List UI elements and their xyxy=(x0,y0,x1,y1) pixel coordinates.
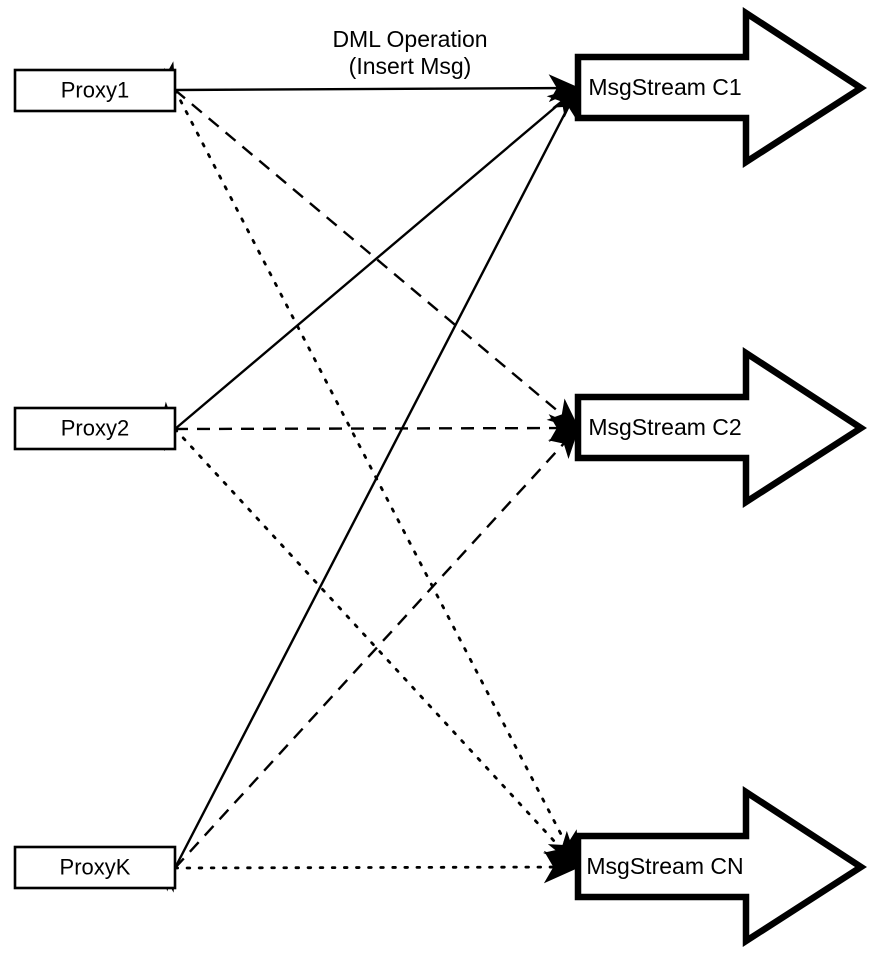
msgstream-node-c1[interactable]: MsgStream C1 xyxy=(574,7,867,168)
proxy2-label: Proxy2 xyxy=(61,415,129,440)
proxy2-box[interactable] xyxy=(13,406,177,451)
proxy-node-proxy2[interactable]: Proxy2 xyxy=(13,406,177,451)
msgstream-cn-arrow-shape[interactable] xyxy=(574,786,867,947)
msgstream-c1-arrow-shape[interactable] xyxy=(574,7,867,168)
edge-proxy2-to-stream-c2[interactable] xyxy=(152,414,580,442)
msgstream-cn-label: MsgStream CN xyxy=(586,853,743,879)
proxy1-box[interactable] xyxy=(13,68,177,113)
edge-proxyk-to-stream-c1[interactable] xyxy=(155,86,580,893)
annotations-layer: DML Operation (Insert Msg) xyxy=(332,26,487,79)
msgstream-node-cn[interactable]: MsgStream CN xyxy=(574,786,867,947)
msgstream-nodes-layer: MsgStream C1 MsgStream C2 MsgStream CN xyxy=(574,7,867,947)
edge-proxyk-to-stream-cn[interactable] xyxy=(148,850,581,884)
msgstream-c2-arrow-shape[interactable] xyxy=(574,347,867,508)
proxyk-label: ProxyK xyxy=(60,854,131,879)
msgstream-node-c2[interactable]: MsgStream C2 xyxy=(574,347,867,508)
proxy1-label: Proxy1 xyxy=(61,77,129,102)
proxy-node-proxy1[interactable]: Proxy1 xyxy=(13,68,177,113)
dml-operation-annotation-line1: DML Operation xyxy=(332,26,487,52)
edge-proxyk-to-stream-c2[interactable] xyxy=(152,426,580,892)
msgstream-c1-label: MsgStream C1 xyxy=(588,74,741,100)
msgstream-c2-label: MsgStream C2 xyxy=(588,414,741,440)
edge-proxy1-to-stream-c1[interactable] xyxy=(152,74,580,103)
proxy-nodes-layer: Proxy1 Proxy2 ProxyK xyxy=(13,68,177,890)
edges-layer xyxy=(148,61,581,893)
dml-operation-annotation-line2: (Insert Msg) xyxy=(349,53,472,79)
proxyk-box[interactable] xyxy=(13,845,177,890)
proxy-node-proxyk[interactable]: ProxyK xyxy=(13,845,177,890)
